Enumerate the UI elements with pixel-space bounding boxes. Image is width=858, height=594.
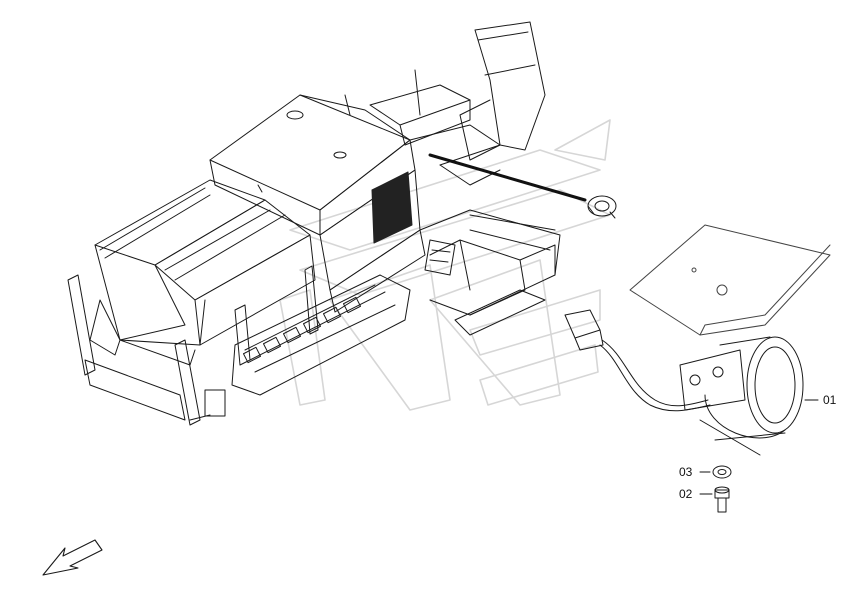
callout-03: 03 [679, 465, 693, 479]
washer-part [712, 465, 732, 479]
engine-grille [371, 171, 413, 244]
bolt-part [714, 486, 730, 513]
hopper-floor [94, 244, 186, 341]
paver-machine [67, 21, 561, 426]
sensor-small [587, 195, 617, 219]
sensor-unit [679, 336, 804, 456]
callout-01: 01 [823, 393, 837, 407]
cable-connector [564, 309, 711, 412]
direction-arrow-icon [42, 539, 103, 576]
hydraulic-cylinder-left [67, 274, 96, 376]
hopper-left-wall [94, 179, 266, 266]
track-pads [242, 296, 362, 364]
logo-watermark [279, 119, 611, 411]
operator-seat-back [474, 21, 546, 151]
crawler-track [231, 274, 411, 396]
leader-line [428, 153, 587, 202]
mounting-plate [629, 224, 831, 336]
callout-02: 02 [679, 487, 693, 501]
